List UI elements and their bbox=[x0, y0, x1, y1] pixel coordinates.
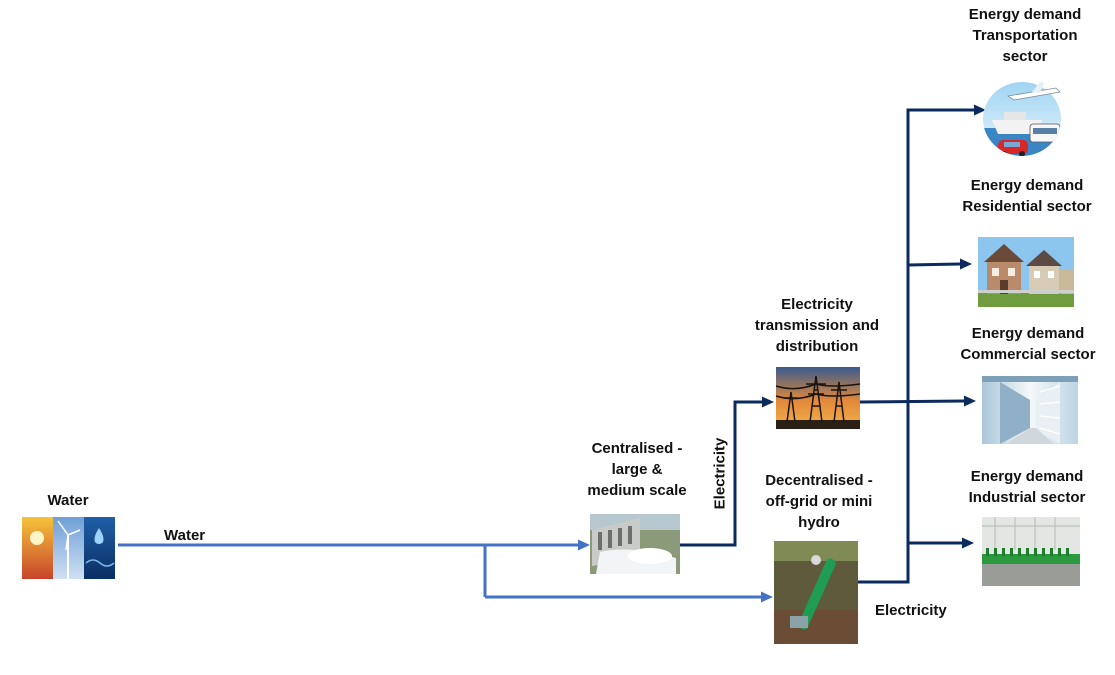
industrial-demand-label: Energy demand Industrial sector bbox=[968, 468, 1086, 506]
mini-hydro-turbine-icon bbox=[774, 541, 858, 644]
water-arrow-centralised bbox=[578, 539, 590, 551]
water-flow-lines bbox=[118, 539, 773, 603]
centralised-label: Centralised - large & medium scale bbox=[587, 440, 687, 499]
electricity-arrow-transport bbox=[974, 104, 986, 116]
electricity-decentralised-line bbox=[858, 108, 976, 584]
renewable-energy-icon bbox=[22, 517, 115, 579]
electricity-arrow-grid bbox=[762, 396, 774, 408]
store-aisle-icon bbox=[982, 376, 1078, 444]
electricity-centralised-line bbox=[680, 400, 764, 547]
electricity-vertical-label: Electricity bbox=[711, 437, 729, 510]
sources-title: Water bbox=[47, 492, 89, 509]
residential-demand-label: Energy demand Residential sector bbox=[962, 177, 1092, 215]
electricity-arrow-commercial bbox=[964, 395, 976, 407]
electricity-arrow-residential bbox=[960, 258, 972, 270]
transport-vehicles-icon bbox=[983, 82, 1061, 156]
transport-demand-label: Energy demand Transportation sector bbox=[968, 6, 1082, 65]
electricity-arrow-industrial bbox=[962, 537, 974, 549]
electricity-flow-lines bbox=[680, 104, 986, 584]
electricity-bottom-label: Electricity bbox=[875, 602, 947, 619]
decentralised-label: Decentralised - off-grid or mini hydro bbox=[765, 472, 873, 531]
commercial-demand-label: Energy demand Commercial sector bbox=[960, 325, 1096, 363]
electricity-residential-line bbox=[907, 262, 961, 267]
water-flow-label: Water bbox=[164, 527, 206, 544]
houses-icon bbox=[978, 237, 1074, 307]
electricity-grid-out-line bbox=[859, 399, 965, 404]
hydro-dam-icon bbox=[590, 514, 680, 574]
factory-line-icon bbox=[982, 517, 1080, 586]
power-pylons-icon bbox=[775, 367, 861, 429]
water-arrow-decentralised bbox=[761, 591, 773, 603]
grid-label: Electricity transmission and distributio… bbox=[754, 296, 880, 355]
